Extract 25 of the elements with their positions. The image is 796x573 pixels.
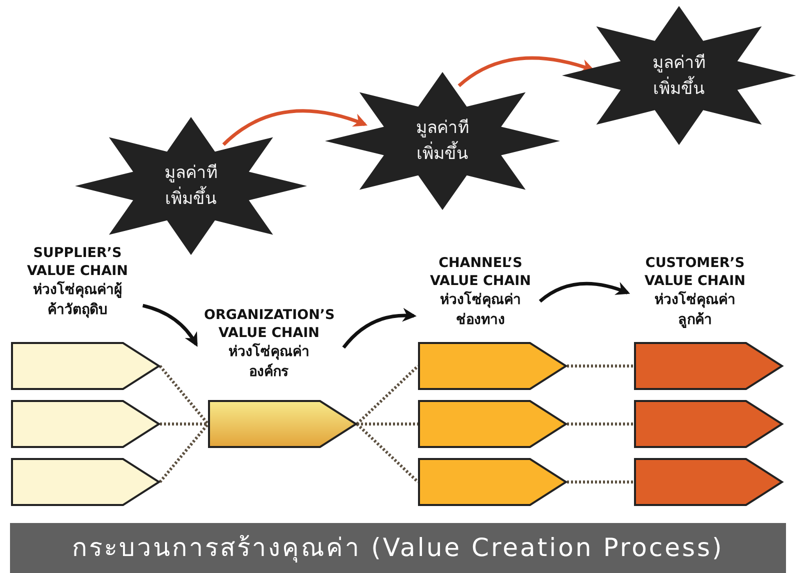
chain-heading: CHANNEL’S VALUE CHAIN <box>429 254 532 290</box>
dotted-connector <box>158 365 210 425</box>
chain-subtitle: ห่วงโซ่คุณค่าลูกค้า <box>654 290 736 330</box>
chain-subtitle: ห่วงโซ่คุณค่าช่องทาง <box>439 290 522 330</box>
star-text: มูลค่าทีเพิ่มขึ้น <box>415 117 470 166</box>
chain-heading: ORGANIZATION’S VALUE CHAIN <box>204 306 334 342</box>
dotted-connector <box>567 422 634 426</box>
star-text: มูลค่าทีเพิ่มขึ้น <box>164 162 218 211</box>
dotted-connector <box>356 364 420 426</box>
chain-heading: CUSTOMER’S VALUE CHAIN <box>644 254 746 290</box>
curved-arrow <box>142 304 198 347</box>
dotted-connector <box>567 364 634 368</box>
chain-subtitle: ห่วงโซ่คุณค่าองค์กร <box>228 342 310 382</box>
dotted-connector <box>357 422 418 426</box>
chain-heading: SUPPLIER’S VALUE CHAIN <box>26 244 129 280</box>
dotted-connector <box>356 422 420 484</box>
curved-arrow <box>538 282 630 303</box>
dotted-connector <box>158 423 210 483</box>
chain-subtitle: ห่วงโซ่คุณค่าผู้ค้าวัตถุดิบ <box>32 280 123 320</box>
curved-arrow <box>342 308 417 349</box>
star-text: มูลค่าทีเพิ่มขึ้น <box>652 52 706 100</box>
title-banner: กระบวนการสร้างคุณค่า (Value Creation Process) <box>10 523 786 573</box>
dotted-connector <box>160 422 208 426</box>
dotted-connector <box>567 480 634 484</box>
curved-arrow <box>222 109 368 146</box>
